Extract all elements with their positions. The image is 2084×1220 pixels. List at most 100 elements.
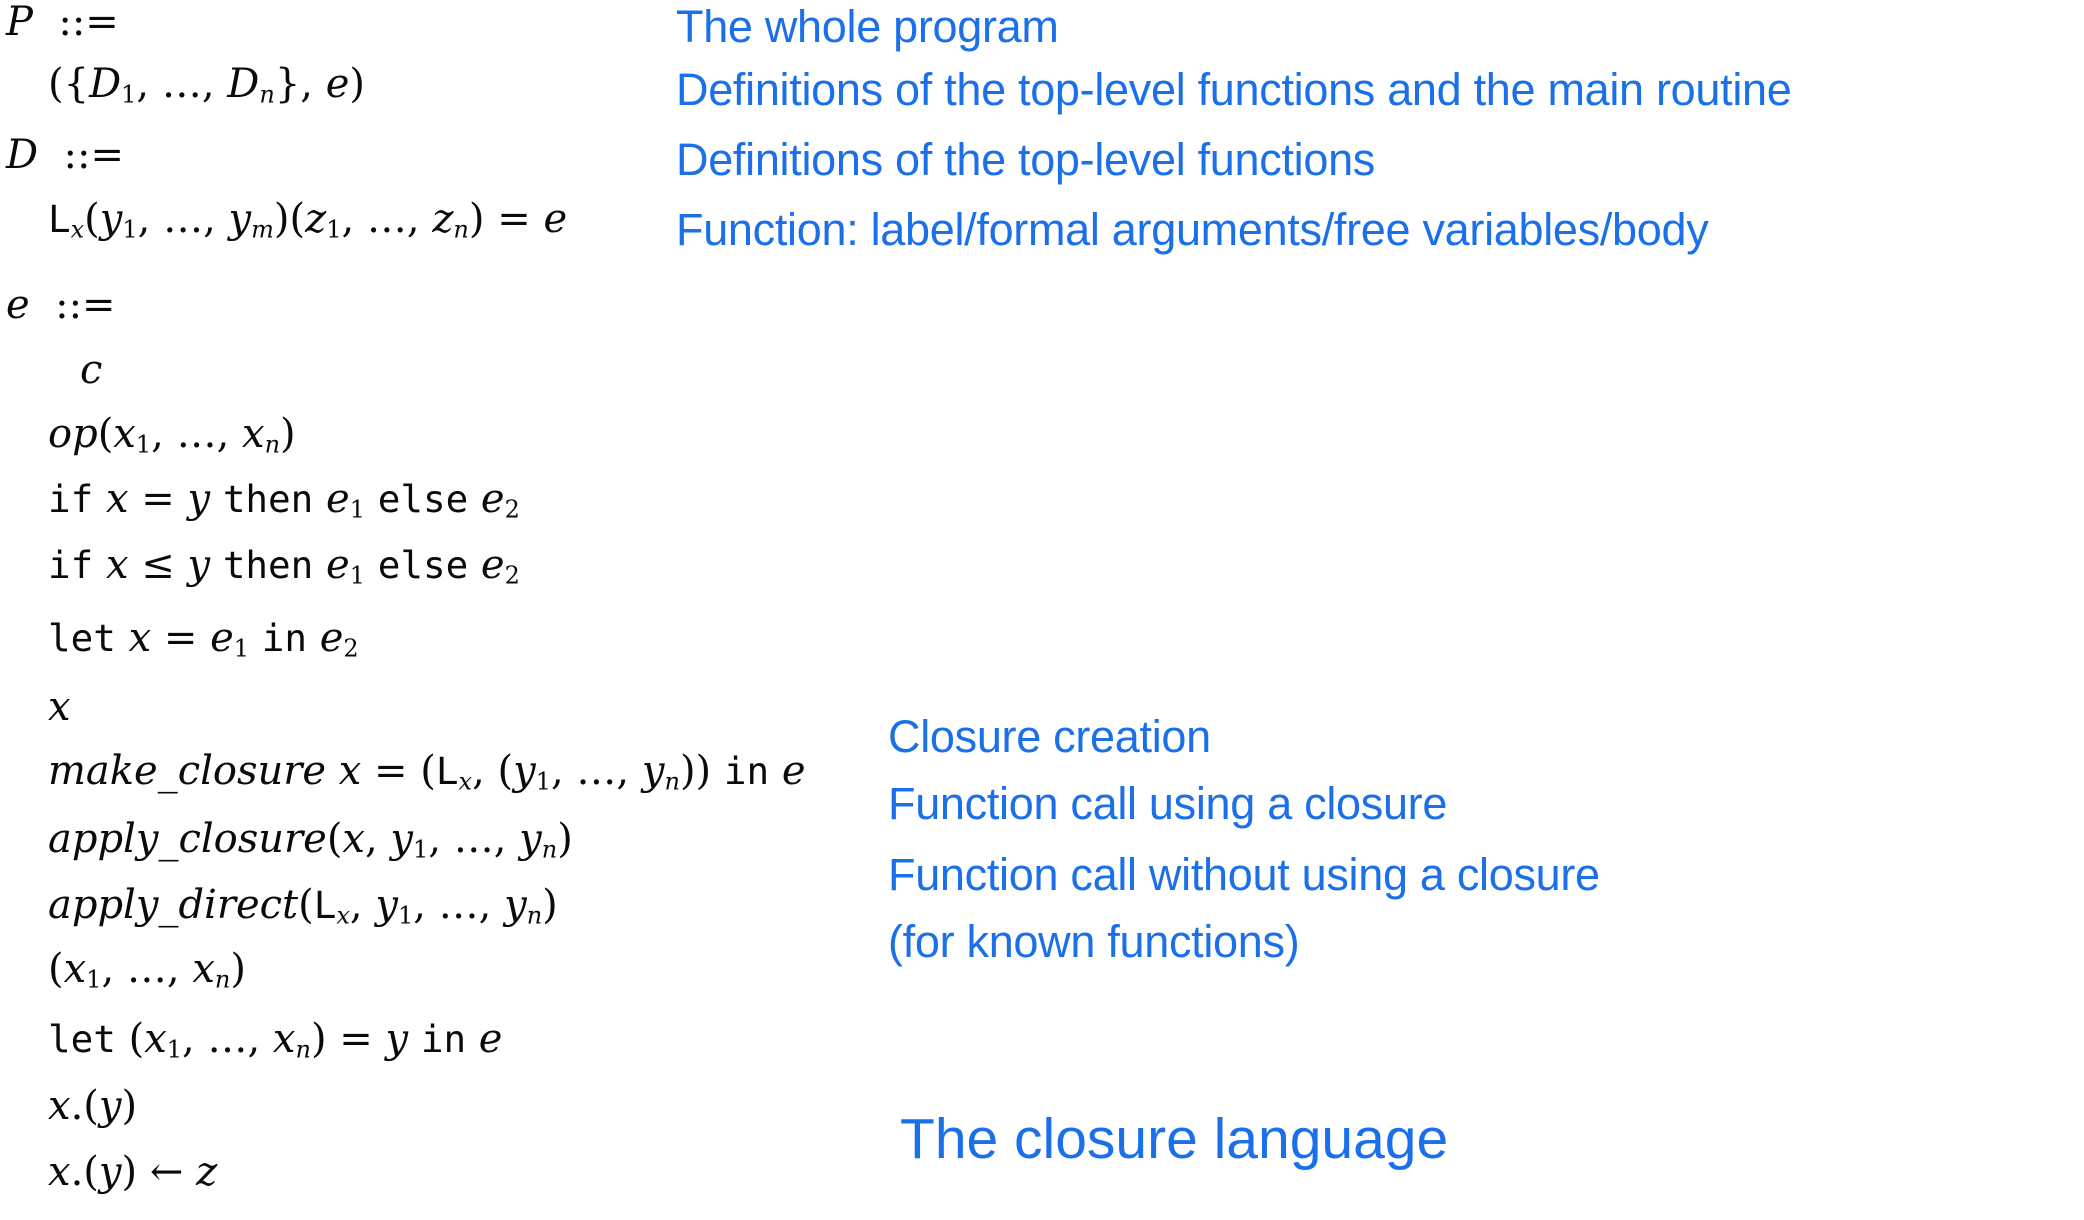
math-segment: x: [272, 1016, 296, 1062]
math-segment: z: [305, 196, 327, 242]
math-segment: op: [48, 411, 98, 457]
math-segment: e: [6, 282, 30, 328]
math-segment: , …,: [151, 411, 242, 457]
math-segment: =: [151, 615, 211, 661]
math-segment: [93, 476, 106, 522]
math-segment: y: [641, 748, 665, 794]
math-segment: in: [261, 616, 308, 660]
math-segment: x: [336, 901, 350, 930]
math-segment: (: [48, 946, 64, 992]
math-segment: if: [48, 543, 94, 587]
math-segment: [249, 615, 262, 661]
grammar-line-let-tuple: let (x1, …, xn) = y in e: [48, 1017, 502, 1063]
math-segment: 1: [166, 1035, 183, 1064]
math-segment: x: [338, 748, 362, 794]
math-segment: [326, 748, 339, 794]
math-segment: 2: [504, 495, 520, 524]
math-segment: (: [115, 1016, 145, 1062]
grammar-line-primop: op(x1, …, xn): [48, 412, 296, 458]
math-segment: ::=: [32, 0, 119, 45]
math-segment: y: [99, 196, 123, 242]
annotation-whole-program: The whole program: [676, 1, 1059, 52]
annotation-function-parts: Function: label/formal arguments/free va…: [676, 204, 1709, 255]
math-segment: L: [435, 749, 459, 793]
math-segment: ) =: [310, 1016, 386, 1062]
grammar-line-constant: c: [80, 348, 102, 392]
math-segment: ::=: [38, 132, 124, 178]
math-segment: c: [80, 347, 103, 393]
math-segment: apply_direct: [48, 882, 299, 928]
grammar-line-var: x: [48, 685, 71, 729]
math-segment: e: [319, 615, 344, 661]
annotation-definitions-main: Definitions of the top-level functions a…: [676, 64, 1792, 115]
math-segment: [408, 1016, 421, 1062]
math-segment: [466, 1016, 479, 1062]
math-segment: x: [113, 411, 136, 457]
annotation-call-with-closure: Function call using a closure: [888, 778, 1448, 829]
math-segment: e: [781, 748, 806, 794]
math-segment: , …,: [341, 196, 433, 242]
math-segment: n: [664, 767, 680, 796]
math-segment: [313, 476, 326, 522]
math-segment: ≤: [128, 542, 188, 588]
math-segment: x: [342, 816, 365, 862]
math-segment: apply_closure: [48, 816, 327, 862]
math-segment: D: [89, 61, 122, 107]
math-segment: 1: [233, 634, 250, 663]
math-segment: , …,: [101, 946, 193, 992]
math-segment: x: [144, 1016, 167, 1062]
math-segment: .(: [70, 1149, 99, 1195]
math-segment: 2: [504, 561, 520, 590]
math-segment: make_closure: [48, 748, 327, 794]
math-segment: n: [541, 835, 558, 864]
math-segment: , …,: [136, 61, 228, 107]
math-segment: (: [298, 882, 314, 928]
math-segment: n: [526, 901, 543, 930]
math-segment: e: [543, 196, 568, 242]
math-segment: n: [453, 215, 469, 244]
math-segment: , …,: [413, 882, 505, 928]
math-segment: y: [187, 542, 211, 588]
math-segment: , …,: [137, 196, 229, 242]
math-segment: x: [48, 1149, 71, 1195]
math-segment: y: [504, 882, 527, 928]
math-segment: x: [70, 215, 85, 244]
math-segment: then: [222, 477, 314, 521]
math-segment: 1: [122, 215, 138, 244]
math-segment: m: [251, 215, 274, 244]
math-segment: n: [214, 965, 231, 994]
math-segment: (: [97, 411, 114, 457]
math-segment: ({: [48, 61, 90, 107]
math-segment: [210, 542, 223, 588]
grammar-line-apply-direct: apply_direct(Lx, y1, …, yn): [48, 883, 558, 929]
math-segment: },: [274, 61, 326, 107]
math-segment: x: [48, 1083, 71, 1129]
math-segment: 1: [349, 561, 365, 590]
math-segment: ): [230, 946, 246, 992]
math-segment: 1: [86, 965, 102, 994]
math-segment: [365, 476, 378, 522]
math-segment: x: [242, 411, 265, 457]
math-segment: z: [432, 196, 454, 242]
math-segment: ): [557, 816, 573, 862]
math-segment: (: [326, 816, 343, 862]
math-segment: ): [280, 411, 296, 457]
grammar-line-make-closure: make_closure x = (Lx, (y1, …, yn)) in e: [48, 749, 806, 795]
math-segment: =: [128, 476, 188, 522]
math-segment: D: [227, 61, 260, 107]
math-segment: let: [48, 1017, 116, 1061]
math-segment: else: [377, 543, 469, 587]
math-segment: x: [48, 684, 71, 730]
math-segment: ,: [349, 882, 376, 928]
math-segment: D: [6, 132, 39, 178]
math-segment: let: [48, 616, 116, 660]
annotation-call-without-closure: Function call without using a closure: [888, 849, 1600, 900]
math-segment: [468, 476, 481, 522]
math-segment: e: [480, 476, 505, 522]
math-segment: x: [63, 946, 87, 992]
grammar-line-P-head: P ::=: [6, 0, 119, 44]
math-segment: 1: [135, 430, 152, 459]
math-segment: n: [295, 1035, 311, 1064]
math-segment: x: [458, 767, 473, 796]
grammar-line-program-tuple: ({D1, …, Dn}, e): [48, 62, 365, 108]
